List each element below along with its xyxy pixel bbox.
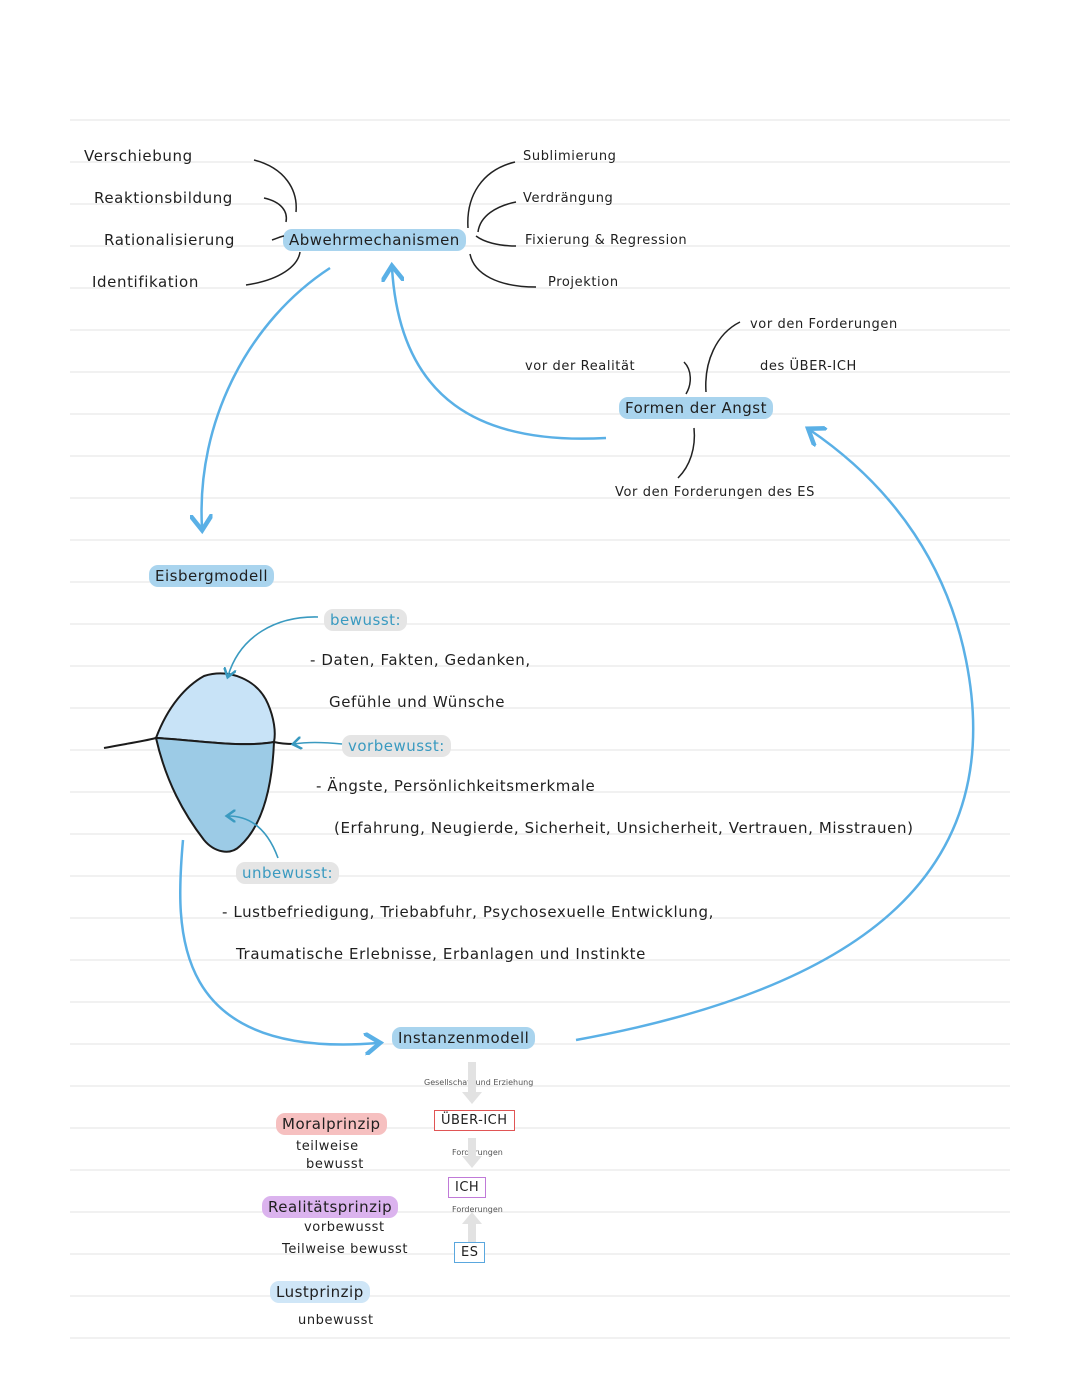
bewusst-line-1: - Daten, Fakten, Gedanken, bbox=[310, 651, 531, 669]
defense-right-item-2: Verdrängung bbox=[523, 191, 614, 206]
unbewusst-line-2: Traumatische Erlebnisse, Erbanlagen und … bbox=[236, 945, 646, 963]
eisberg-title: Eisbergmodell bbox=[149, 565, 275, 587]
realitaet-desc-2: Teilweise bewusst bbox=[282, 1242, 409, 1257]
defense-left-item-3: Rationalisierung bbox=[104, 231, 236, 249]
forderungen-label-2: Forderungen bbox=[452, 1205, 503, 1214]
unbewusst-line-1: - Lustbefriedigung, Triebabfuhr, Psychos… bbox=[222, 903, 714, 921]
angst-center-node: Formen der Angst bbox=[619, 397, 773, 419]
defense-left-item-2: Reaktionsbildung bbox=[94, 189, 233, 207]
ich-box: ICH bbox=[448, 1177, 487, 1198]
vorbewusst-line-1: - Ängste, Persönlichkeitsmerkmale bbox=[316, 777, 596, 795]
angst-ueberich-line2: des ÜBER-ICH bbox=[760, 359, 857, 374]
vorbewusst-label: vorbewusst: bbox=[342, 735, 451, 757]
realitaet-desc-1: vorbewusst bbox=[304, 1220, 385, 1235]
moralprinzip-label: Moralprinzip bbox=[276, 1113, 387, 1135]
ueberich-box: ÜBER-ICH bbox=[434, 1110, 515, 1131]
angst-ueberich-line1: vor den Forderungen bbox=[750, 317, 898, 332]
unbewusst-label: unbewusst: bbox=[236, 862, 340, 884]
lustprinzip-label: Lustprinzip bbox=[270, 1281, 370, 1303]
defense-right-item-3: Fixierung & Regression bbox=[525, 233, 688, 248]
defense-center-node: Abwehrmechanismen bbox=[283, 229, 466, 251]
gesellschaft-label: Gesellschaft und Erziehung bbox=[424, 1078, 534, 1087]
bewusst-line-2: Gefühle und Wünsche bbox=[329, 693, 506, 711]
bewusst-label: bewusst: bbox=[324, 609, 408, 631]
angst-es: Vor den Forderungen des ES bbox=[615, 485, 815, 500]
realitaetsprinzip-label: Realitätsprinzip bbox=[262, 1196, 399, 1218]
moral-desc-1: teilweise bbox=[296, 1139, 359, 1154]
defense-right-item-1: Sublimierung bbox=[523, 149, 617, 164]
lust-desc: unbewusst bbox=[298, 1313, 374, 1328]
defense-right-item-4: Projektion bbox=[548, 275, 619, 290]
moral-desc-2: bewusst bbox=[306, 1157, 364, 1172]
vorbewusst-line-2: (Erfahrung, Neugierde, Sicherheit, Unsic… bbox=[334, 819, 914, 837]
instanzen-title: Instanzenmodell bbox=[392, 1027, 536, 1049]
defense-left-item-4: Identifikation bbox=[92, 273, 199, 291]
forderungen-label-1: Forderungen bbox=[452, 1148, 503, 1157]
defense-left-item-1: Verschiebung bbox=[84, 147, 193, 165]
angst-realitaet: vor der Realität bbox=[525, 359, 636, 374]
es-box: ES bbox=[454, 1242, 486, 1263]
